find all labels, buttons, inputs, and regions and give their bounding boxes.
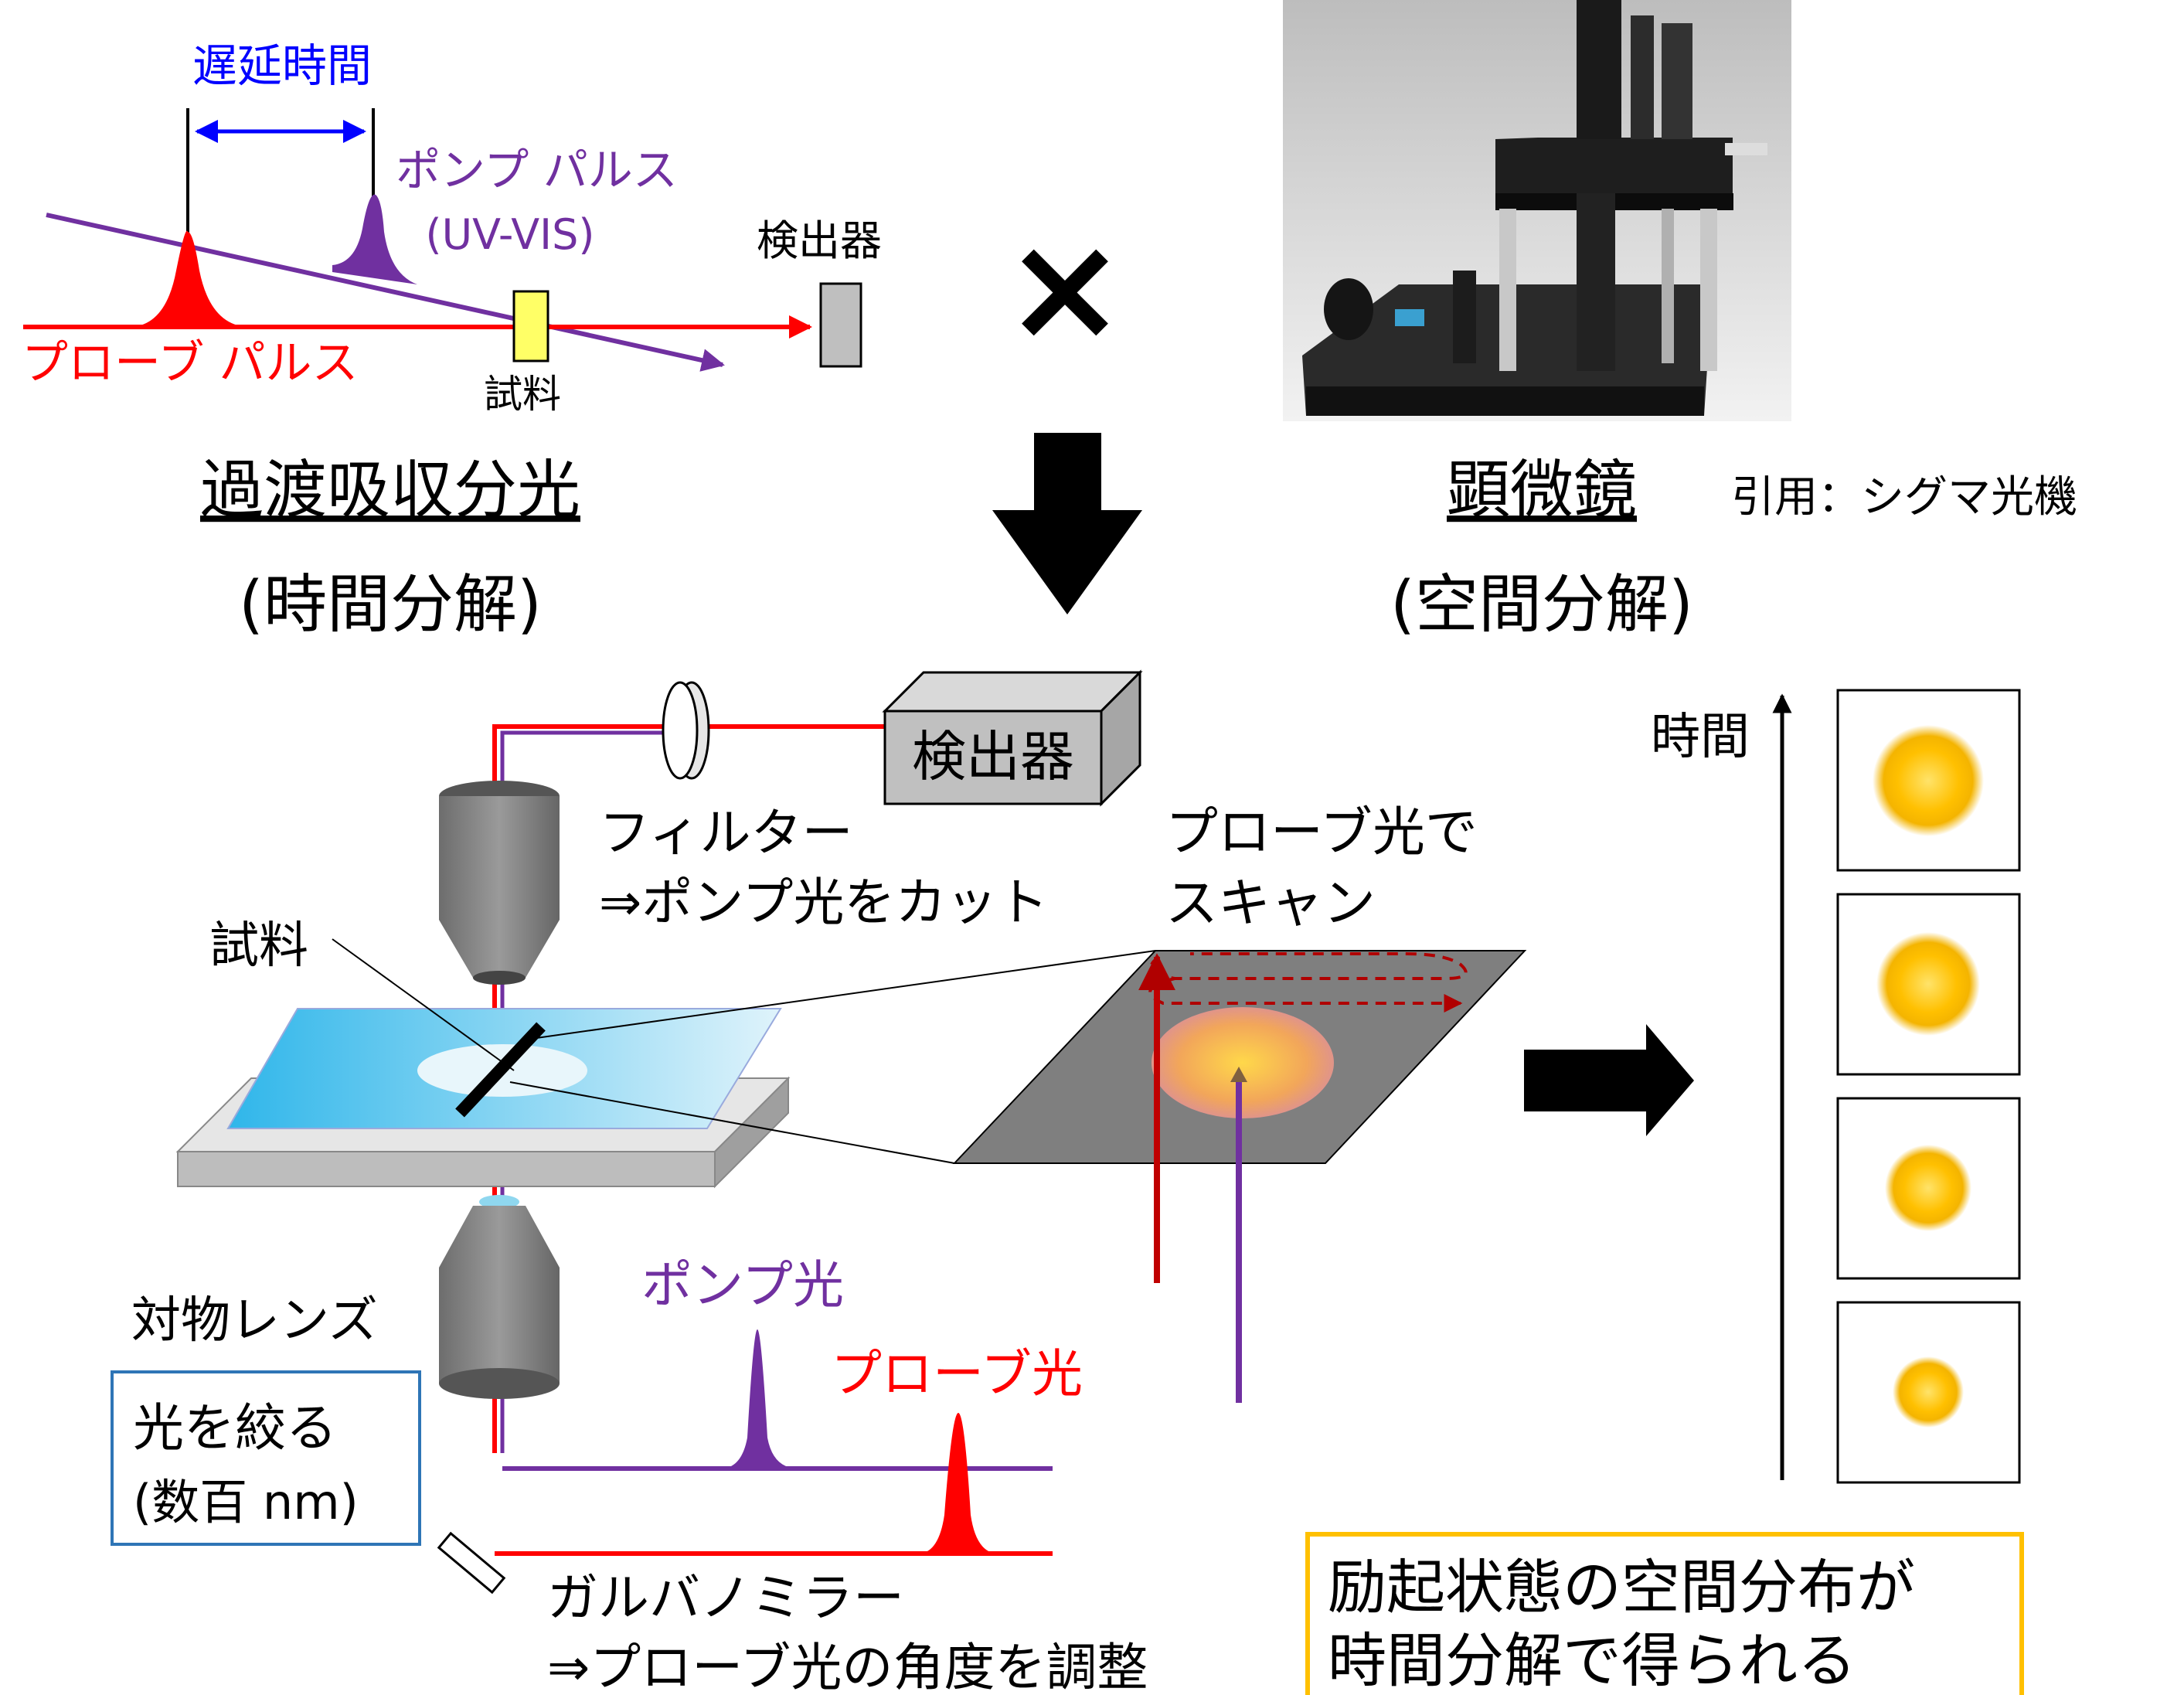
- down-arrow: [992, 433, 1142, 614]
- pump-light-label: ポンプ光: [641, 1255, 844, 1315]
- pump-probe-schematic: 遅延時間 試料 検出器 ポンプ パルス (UV-VIS) プローブ パルス: [22, 39, 882, 417]
- cross-symbol: ×: [1003, 203, 1126, 373]
- setup-schematic: 検出器 試料: [111, 669, 1156, 1695]
- detector-box-3d: [882, 669, 1143, 807]
- result-line-1: 励起状態の空間分布が: [1328, 1553, 1915, 1622]
- focus-note-box: [111, 1370, 421, 1546]
- spot-3: [1885, 1145, 1971, 1231]
- mirror-label-2: ⇒プローブ光の角度を調整: [547, 1638, 1148, 1695]
- lower-objective: [439, 1195, 560, 1399]
- focus-note-2: (数百 nm): [133, 1474, 359, 1530]
- excitation-spot: [1152, 1007, 1334, 1118]
- galvano-mirror: [437, 1531, 506, 1595]
- delay-label: 遅延時間: [192, 39, 372, 92]
- microscope-title: 顕微鏡: [1447, 454, 1637, 527]
- sample-block: [512, 290, 549, 362]
- spot-1: [1873, 725, 1984, 836]
- sample-pointer: [332, 938, 515, 1071]
- transient-sub: (時間分解): [239, 568, 542, 642]
- microscope-photo: [1283, 0, 1791, 421]
- filter-label-2: ⇒ポンプ光をカット: [599, 873, 1048, 932]
- filter-label-1: フィルター: [599, 803, 853, 863]
- pump-pulse-label: ポンプ パルス: [396, 144, 678, 196]
- scan-panel: プローブ光で スキャン: [952, 802, 1527, 1403]
- microscope-sub: (空間分解): [1390, 568, 1693, 642]
- detector-box-label: 検出器: [912, 725, 1074, 788]
- scan-label-2: スキャン: [1165, 873, 1376, 934]
- time-axis-label: 時間: [1651, 709, 1750, 766]
- time-series: 時間: [1651, 689, 2021, 1484]
- scan-path: [1149, 952, 1468, 980]
- zoom-line-bottom: [509, 1081, 955, 1164]
- sample-stage: [175, 1008, 791, 1189]
- detector-box-top: [819, 282, 862, 368]
- pump-beam: [46, 213, 725, 372]
- spot-2: [1876, 932, 1980, 1036]
- pump-pulse-shape: [723, 1329, 796, 1469]
- objective-label: 対物レンズ: [131, 1292, 378, 1350]
- transient-title: 過渡吸収分光: [200, 454, 580, 527]
- scan-label-1: プローブ光で: [1165, 802, 1478, 863]
- sample-rod: [455, 1022, 546, 1118]
- probe-pulse-label: プローブ パルス: [22, 336, 358, 390]
- pump-range-label: (UV-VIS): [426, 210, 595, 259]
- result-box: [1305, 1532, 2024, 1695]
- result-line-2: 時間分解で得られる: [1328, 1626, 1856, 1695]
- microscope-credit: 引用：シグマ光機: [1731, 472, 2077, 522]
- probe-pulse: [131, 230, 247, 327]
- sample-label-top: 試料: [484, 372, 561, 417]
- focus-note-1: 光を絞る: [133, 1398, 337, 1458]
- mirror-label-1: ガルバノミラー: [547, 1568, 904, 1628]
- probe-light-label: プローブ光: [831, 1344, 1083, 1404]
- probe-pulse-shape: [920, 1413, 997, 1554]
- detector-label-top: 検出器: [757, 216, 882, 265]
- upper-objective: [439, 781, 560, 985]
- sample-label: 試料: [209, 917, 308, 975]
- spot-4: [1893, 1356, 1964, 1428]
- pump-pulse: [332, 194, 417, 284]
- right-arrow: [1524, 1024, 1694, 1136]
- zoom-line-top: [525, 950, 1156, 1040]
